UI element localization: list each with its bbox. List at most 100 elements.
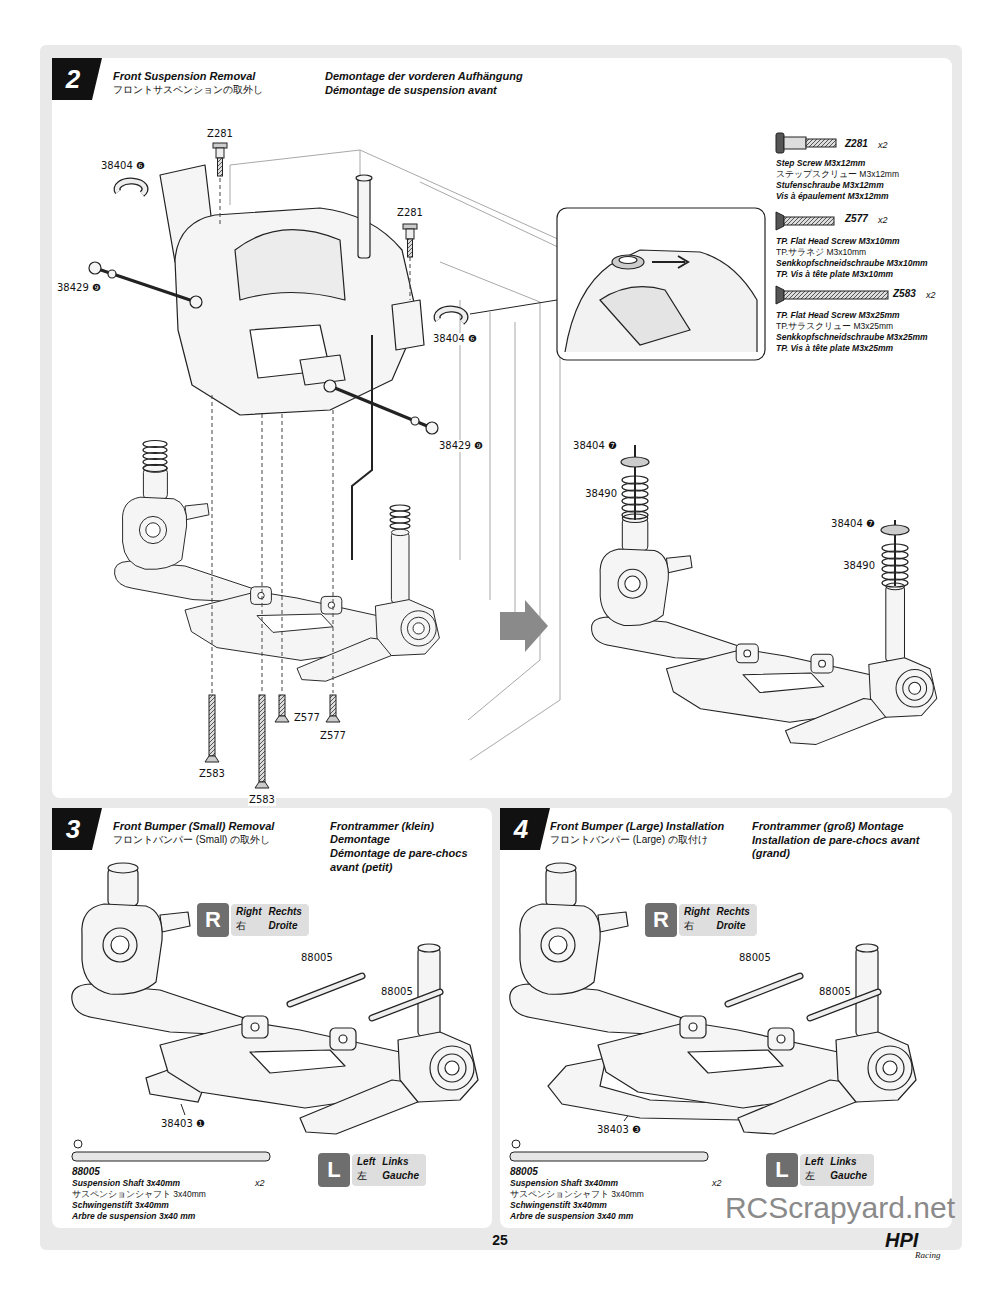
step-number-badge xyxy=(52,58,102,100)
detail-inset xyxy=(470,300,557,314)
front-bulkhead xyxy=(358,178,370,258)
shock-spring xyxy=(882,579,908,587)
shock-spring xyxy=(143,465,167,472)
side-letter: L xyxy=(327,1159,340,1181)
leader-line xyxy=(181,1104,185,1115)
step-heading: フロントバンパー (Large) の取付け xyxy=(550,834,748,846)
side-word: 左 xyxy=(357,1170,367,1182)
side-badge-ground xyxy=(231,904,309,936)
side-badge-ground xyxy=(679,904,757,936)
flat-head-screw xyxy=(209,695,215,756)
callout-number: 38490 xyxy=(842,560,876,572)
callout-number: Z281 xyxy=(396,207,424,219)
detail-inset xyxy=(652,256,688,268)
suspension-shaft xyxy=(290,976,362,1004)
callout-number: Z281 xyxy=(206,128,234,140)
step-heading: Frontrammer (groß) Montage xyxy=(752,820,948,833)
part-description: TP. Vis à tête plate M3x10mm xyxy=(776,269,893,279)
suspension-shaft xyxy=(290,976,362,1004)
flat-head-screw xyxy=(330,695,336,716)
turnbuckle xyxy=(190,296,202,308)
suspension-shaft xyxy=(290,976,440,1018)
parts-icon xyxy=(776,286,784,304)
suspension-arm-assembly xyxy=(592,514,937,744)
front-bulkhead xyxy=(392,300,424,350)
quantity: x2 xyxy=(926,290,936,301)
suspension-arm-assembly xyxy=(510,863,916,1134)
parts-icon xyxy=(784,217,834,225)
step-heading: Front Suspension Removal xyxy=(113,70,318,83)
step-number: 4 xyxy=(514,816,528,842)
callout-number: 38404 ❻ xyxy=(432,333,478,345)
parts-icon xyxy=(806,139,836,147)
turnbuckle xyxy=(324,380,336,392)
step-heading: Front Bumper (Large) Installation xyxy=(550,820,748,833)
sway-bar xyxy=(352,335,372,560)
part-description: Senkkopfschneidschraube M3x25mm xyxy=(776,332,928,342)
side-badge-square xyxy=(197,903,229,937)
step-heading: Démontage de pare-chocs avant (petit) xyxy=(330,847,486,873)
turnbuckle xyxy=(95,268,196,302)
part-description: Arbre de suspension 3x40 mm xyxy=(510,1211,633,1221)
page-ground xyxy=(40,45,962,1250)
part-description: Suspension Shaft 3x40mm xyxy=(72,1178,180,1188)
side-word: 左 xyxy=(805,1170,815,1182)
parts-icon xyxy=(784,137,806,149)
quantity: x2 xyxy=(878,140,888,151)
side-word: Rechts xyxy=(269,906,302,918)
leader-line xyxy=(181,1104,630,1121)
step-heading: Démontage de suspension avant xyxy=(325,84,585,97)
step-heading: Front Bumper (Small) Removal xyxy=(113,820,323,833)
front-bulkhead xyxy=(175,208,418,415)
screw-guide xyxy=(212,178,410,693)
side-word: 右 xyxy=(236,920,246,932)
part-description: サスペンションシャフト 3x40mm xyxy=(510,1189,644,1199)
part-bar xyxy=(72,1140,708,1161)
quantity: x2 xyxy=(255,1178,265,1189)
step-number: 2 xyxy=(66,66,80,92)
part-number: Z583 xyxy=(893,288,916,300)
side-word: 右 xyxy=(684,920,694,932)
shock-spring xyxy=(881,525,909,535)
part-bar xyxy=(74,1140,82,1148)
side-word: Right xyxy=(236,906,262,918)
callout-number: 38404 ❼ xyxy=(572,440,618,452)
body-mount-clip xyxy=(117,181,145,194)
callout-number: 38403 ❸ xyxy=(596,1124,642,1136)
part-number: 88005 xyxy=(72,1166,100,1178)
side-badge-square xyxy=(318,1153,350,1187)
callout-number: Z577 xyxy=(293,712,321,724)
turnbuckle xyxy=(426,422,438,434)
side-badge: LLeftLinks左Gauche xyxy=(318,1153,426,1187)
shock-spring xyxy=(143,441,410,530)
side-word: Gauche xyxy=(830,1170,867,1182)
step-screw xyxy=(406,229,414,239)
callout-number: 88005 xyxy=(300,952,334,964)
part-description: Schwingenstift 3x40mm xyxy=(72,1200,169,1210)
suspension-shaft xyxy=(728,976,800,1004)
flat-head-screw xyxy=(255,782,269,788)
step-number-badge: 4 xyxy=(500,808,550,850)
side-word: Left xyxy=(805,1156,823,1168)
screw-guide xyxy=(282,414,283,693)
step-heading: フロントサスペンションの取外し xyxy=(113,84,318,96)
side-badge-square xyxy=(645,903,677,937)
body-mount-clip xyxy=(117,181,145,194)
turnbuckle xyxy=(89,262,101,274)
side-word: Right xyxy=(684,906,710,918)
step-screw xyxy=(408,239,413,257)
step-number-badge: 3 xyxy=(52,808,102,850)
detail-inset xyxy=(557,208,765,360)
shock-spring xyxy=(621,445,909,587)
turnbuckle xyxy=(411,417,419,425)
suspension-arm-assembly xyxy=(114,464,439,681)
part-bar xyxy=(510,1152,708,1161)
part-description: Vis à épaulement M3x12mm xyxy=(776,191,889,201)
front-bulkhead xyxy=(356,175,372,181)
flat-head-screw xyxy=(279,695,285,716)
step-number-badge xyxy=(52,808,102,850)
body-mount-clip xyxy=(437,309,465,322)
part-description: Arbre de suspension 3x40 mm xyxy=(72,1211,195,1221)
step-number: 3 xyxy=(66,816,80,842)
step-heading: フロントバンパー (Small) の取外し xyxy=(113,834,323,846)
